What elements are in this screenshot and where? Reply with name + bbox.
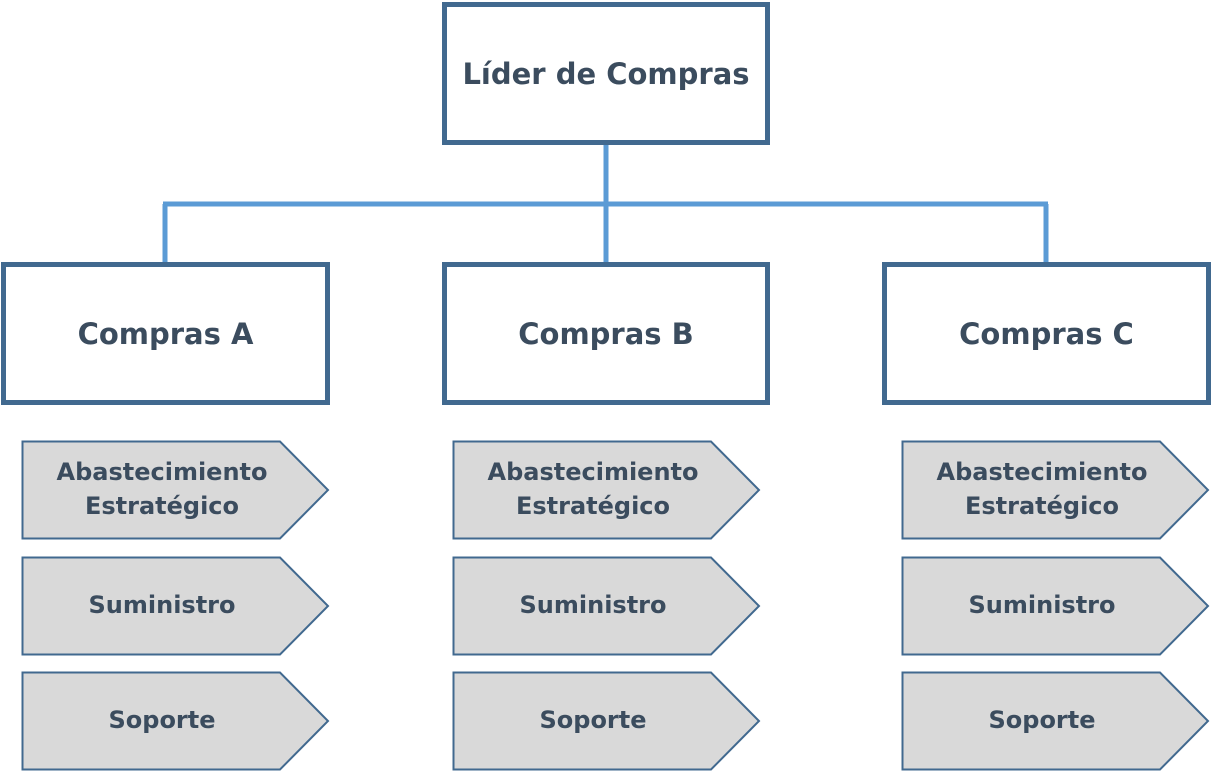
function-label: Suministro [968, 591, 1116, 620]
function-label: Soporte [539, 706, 647, 735]
function-chevron: Soporte [452, 671, 761, 771]
chevron-arrow-shape [452, 556, 761, 656]
chevron-arrow-shape [21, 556, 330, 656]
chevron-arrow-shape [901, 671, 1210, 771]
function-chevron: Soporte [901, 671, 1210, 771]
chevron-arrow-shape [901, 556, 1210, 656]
chevron-arrow-shape [901, 440, 1210, 540]
node-label: Compras B [518, 316, 694, 351]
function-label: Abastecimiento Estratégico [56, 458, 268, 520]
node-label: Compras A [77, 316, 254, 351]
node-label: Líder de Compras [462, 56, 750, 91]
function-chevron: Soporte [21, 671, 330, 771]
function-label: Abastecimiento Estratégico [487, 458, 699, 520]
function-chevron: Abastecimiento Estratégico [21, 440, 330, 540]
function-label: Soporte [108, 706, 216, 735]
function-label: Soporte [988, 706, 1096, 735]
function-chevron: Suministro [21, 556, 330, 656]
function-chevron: Suministro [901, 556, 1210, 656]
function-label: Abastecimiento Estratégico [936, 458, 1148, 520]
chevron-arrow-shape [21, 440, 330, 540]
chevron-arrow-shape [21, 671, 330, 771]
function-chevron: Suministro [452, 556, 761, 656]
chevron-arrow-shape [452, 440, 761, 540]
node-compras-b: Compras B [442, 262, 770, 405]
function-chevron: Abastecimiento Estratégico [901, 440, 1210, 540]
node-label: Compras C [959, 316, 1134, 351]
node-compras-c: Compras C [882, 262, 1211, 405]
function-label: Suministro [519, 591, 667, 620]
function-chevron: Abastecimiento Estratégico [452, 440, 761, 540]
function-label: Suministro [88, 591, 236, 620]
node-lider-de-compras: Líder de Compras [442, 2, 770, 145]
chevron-arrow-shape [452, 671, 761, 771]
node-compras-a: Compras A [1, 262, 330, 405]
